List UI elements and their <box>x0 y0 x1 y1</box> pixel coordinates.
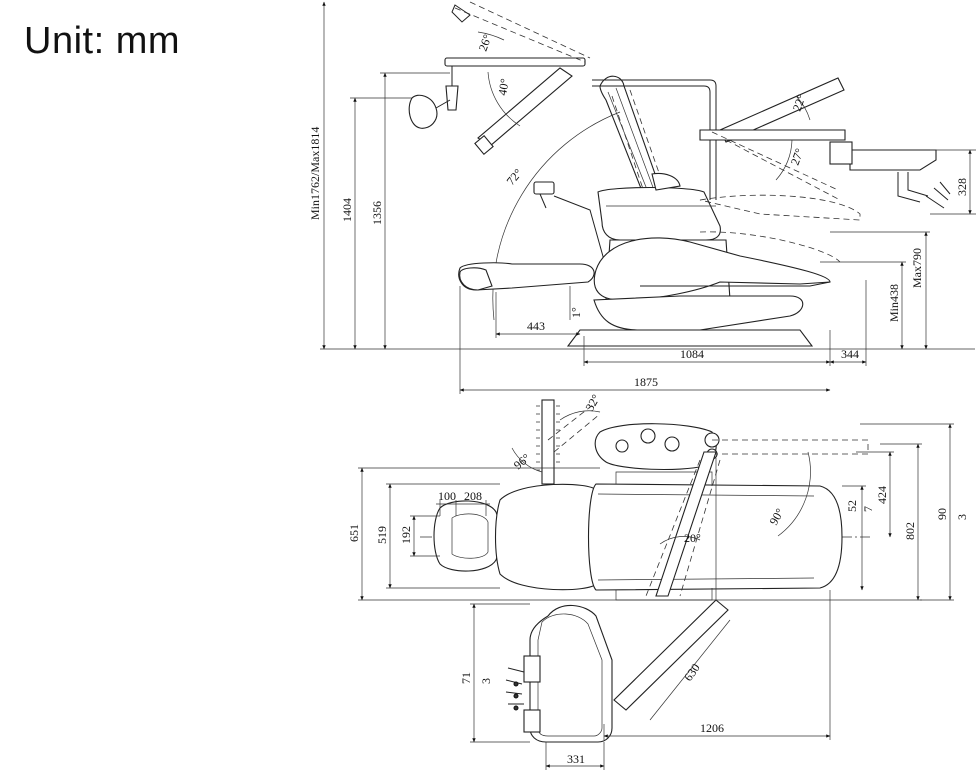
label-overall-width: 651 <box>347 524 361 542</box>
dim-right-802: 802 <box>600 443 922 601</box>
cart-top <box>505 604 613 743</box>
top-view: 100 208 32° 96° <box>347 392 969 770</box>
angle-tray-down: 27° <box>788 146 807 167</box>
dim-total-height: Min1762/Max1814 <box>308 1 326 350</box>
label-overall: 1875 <box>634 375 658 389</box>
label-527a: 52 <box>845 500 859 512</box>
assistant-arm-top: 32° 96° <box>511 392 603 485</box>
label-seat-width: 519 <box>375 526 389 544</box>
side-view: Min1762/Max1814 1404 1356 <box>308 1 976 394</box>
operating-light: 26° 40° <box>408 1 591 155</box>
dim-cart-height: 71 3 <box>459 603 530 743</box>
angle-light-down: 40° <box>495 77 512 96</box>
unit-title: Unit: mm <box>24 20 180 62</box>
dim-overall: 1875 <box>459 286 831 394</box>
label-base: 1084 <box>680 347 704 361</box>
dim-cart-width: 331 <box>545 742 605 770</box>
label-footrest: 443 <box>527 319 545 333</box>
label-903b: 3 <box>955 514 969 520</box>
dim-cart-offset: 1206 <box>603 590 831 740</box>
angle-backrest: 72° <box>504 166 526 188</box>
dim-chair-height: Max790 Min438 <box>820 231 930 350</box>
label-arm-length: 630 <box>681 661 703 684</box>
label-chair-max: Max790 <box>910 248 924 288</box>
label-chair-min: Min438 <box>887 284 901 322</box>
angle-tray-up: 22° <box>790 92 809 113</box>
label-331: 331 <box>567 752 585 766</box>
dim-right-424: 424 <box>856 451 894 538</box>
label-tray-drop: 328 <box>955 178 969 196</box>
dim-base: 1084 344 <box>583 280 867 366</box>
angle-spittoon: 96° <box>511 451 533 473</box>
assistant-instrument <box>533 181 605 261</box>
label-tray-offset: 344 <box>841 347 859 361</box>
label-713a: 71 <box>459 672 473 684</box>
dim-seat-width: 519 <box>375 483 500 589</box>
label-total-height: Min1762/Max1814 <box>308 127 322 220</box>
dim-right-903: 90 3 <box>860 423 969 601</box>
dim-footrest: 443 <box>495 292 581 338</box>
label-424: 424 <box>875 486 889 504</box>
label-1206: 1206 <box>700 721 724 735</box>
dim-right-527: 52 7 <box>842 485 875 591</box>
angle-light-up: 26° <box>476 32 495 53</box>
label-headrest-b: 208 <box>464 489 482 503</box>
dim-arm-height: 1356 <box>370 72 450 350</box>
label-headrest-a: 100 <box>438 489 456 503</box>
label-527b: 7 <box>861 506 875 512</box>
label-arm-height: 1356 <box>370 201 384 225</box>
angle-seat: 1° <box>569 307 583 318</box>
label-713b: 3 <box>479 678 493 684</box>
headrest-top <box>433 500 501 572</box>
seat <box>458 194 861 347</box>
angle-small: 20° <box>684 531 701 545</box>
angle-arm: 32° <box>582 392 603 414</box>
dim-overall-width: 651 <box>347 467 600 601</box>
dim-tray-drop: 328 <box>930 149 976 215</box>
dim-headrest-width: 192 <box>399 515 440 557</box>
label-802: 802 <box>903 522 917 540</box>
label-headrest-width: 192 <box>399 526 413 544</box>
doctor-tray: 22° 27° <box>699 77 951 209</box>
label-light-height: 1404 <box>340 198 354 222</box>
label-903a: 90 <box>935 508 949 520</box>
